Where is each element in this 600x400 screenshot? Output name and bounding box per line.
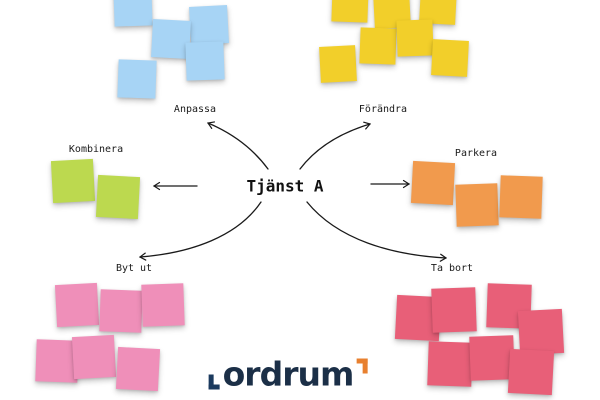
sticky-note-parkera[interactable] — [410, 160, 456, 206]
sticky-note-kombinera[interactable] — [95, 174, 141, 220]
cluster-label-kombinera: Kombinera — [68, 144, 124, 155]
sticky-note-ta-bort[interactable] — [517, 308, 565, 356]
sticky-note-forandra[interactable] — [359, 27, 397, 65]
sticky-note-byt-ut[interactable] — [99, 289, 143, 333]
sticky-note-ta-bort[interactable] — [431, 287, 477, 333]
sticky-note-forandra[interactable] — [331, 0, 369, 23]
sticky-note-anpassa[interactable] — [185, 41, 225, 81]
sticky-note-byt-ut[interactable] — [141, 283, 185, 327]
center-topic-label: Tjänst A — [246, 176, 324, 196]
sticky-note-forandra[interactable] — [396, 19, 434, 57]
sticky-note-kombinera[interactable] — [50, 158, 96, 204]
sticky-note-byt-ut[interactable] — [71, 334, 117, 380]
sticky-note-parkera[interactable] — [499, 175, 543, 219]
sticky-note-forandra[interactable] — [431, 39, 469, 77]
arrow-anpassa — [206, 121, 269, 170]
sticky-note-parkera[interactable] — [455, 183, 499, 227]
sticky-note-byt-ut[interactable] — [115, 346, 161, 392]
sticky-note-forandra[interactable] — [319, 45, 357, 83]
arrow-ta-bort — [306, 201, 448, 262]
arrow-byt-ut — [138, 201, 262, 261]
logo-bracket-right-icon — [356, 358, 368, 374]
logo-text: ordrum — [222, 354, 355, 394]
sticky-note-anpassa[interactable] — [117, 59, 157, 99]
logo-bracket-left-icon — [208, 374, 220, 390]
cluster-label-forandra: Förändra — [358, 104, 408, 115]
ordrum-logo: ordrum — [208, 354, 368, 394]
cluster-label-parkera: Parkera — [454, 148, 498, 159]
cluster-label-ta-bort: Ta bort — [430, 263, 474, 274]
arrow-forandra — [299, 121, 372, 170]
sticky-note-ta-bort[interactable] — [507, 348, 555, 396]
cluster-label-anpassa: Anpassa — [173, 104, 217, 115]
sticky-note-anpassa[interactable] — [113, 0, 153, 27]
sticky-note-ta-bort[interactable] — [427, 341, 473, 387]
sticky-note-byt-ut[interactable] — [54, 282, 100, 328]
cluster-label-byt-ut: Byt ut — [115, 263, 153, 274]
sticky-note-anpassa[interactable] — [189, 5, 229, 45]
